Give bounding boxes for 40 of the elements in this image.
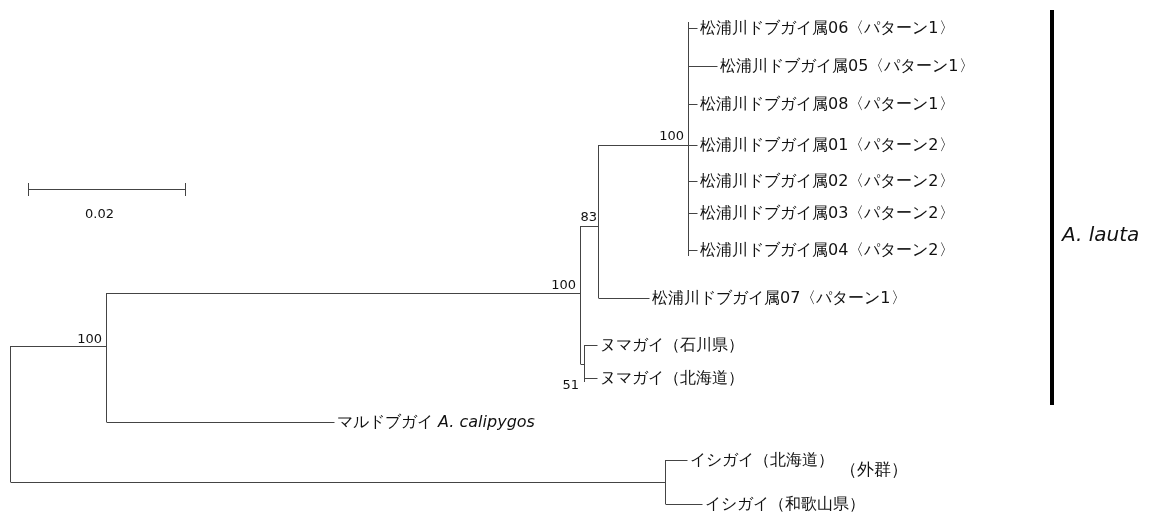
- taxon-label: イシガイ（北海道）: [690, 450, 834, 470]
- branch-line: [10, 346, 107, 347]
- branch-line: [106, 293, 581, 294]
- clade-label: A. lauta: [1062, 222, 1140, 246]
- branch-line: [688, 250, 698, 251]
- branch-line: [598, 145, 689, 146]
- branch-line: [688, 66, 718, 67]
- bootstrap-value: 100: [551, 277, 576, 292]
- bootstrap-value: 83: [580, 209, 597, 224]
- branch-line: [598, 298, 650, 299]
- taxon-label: 松浦川ドブガイ属03〈パターン2〉: [700, 203, 955, 223]
- taxon-label: 松浦川ドブガイ属04〈パターン2〉: [700, 240, 955, 260]
- branch-line: [688, 145, 698, 146]
- taxon-label: ヌマガイ（石川県）: [600, 335, 744, 355]
- taxon-label: 松浦川ドブガイ属08〈パターン1〉: [700, 94, 955, 114]
- outgroup-label: （外群）: [840, 458, 908, 481]
- bootstrap-value: 100: [659, 128, 684, 143]
- taxon-label: ヌマガイ（北海道）: [600, 368, 744, 388]
- branch-line: [688, 213, 698, 214]
- branch-line: [10, 482, 666, 483]
- taxon-label: 松浦川ドブガイ属06〈パターン1〉: [700, 18, 955, 38]
- bootstrap-value: 51: [562, 377, 579, 392]
- branch-line: [688, 104, 698, 105]
- branch-line: [580, 364, 585, 365]
- branch-line: [106, 422, 335, 423]
- taxon-label: マルドブガイ A. calipygos: [337, 412, 535, 432]
- branch-line: [688, 181, 698, 182]
- taxon-label: 松浦川ドブガイ属01〈パターン2〉: [700, 135, 955, 155]
- branch-line: [584, 378, 598, 379]
- taxon-label: イシガイ（和歌山県）: [705, 494, 865, 513]
- taxon-label: 松浦川ドブガイ属07〈パターン1〉: [652, 288, 907, 308]
- bootstrap-value: 100: [77, 331, 102, 346]
- taxon-label: 松浦川ドブガイ属02〈パターン2〉: [700, 171, 955, 191]
- branch-line: [665, 504, 703, 505]
- branch-line: [584, 345, 598, 346]
- scale-label: 0.02: [85, 206, 114, 221]
- branch-line: [688, 28, 698, 29]
- taxon-label: 松浦川ドブガイ属05〈パターン1〉: [720, 56, 975, 76]
- branch-line: [580, 226, 599, 227]
- branch-line: [665, 460, 688, 461]
